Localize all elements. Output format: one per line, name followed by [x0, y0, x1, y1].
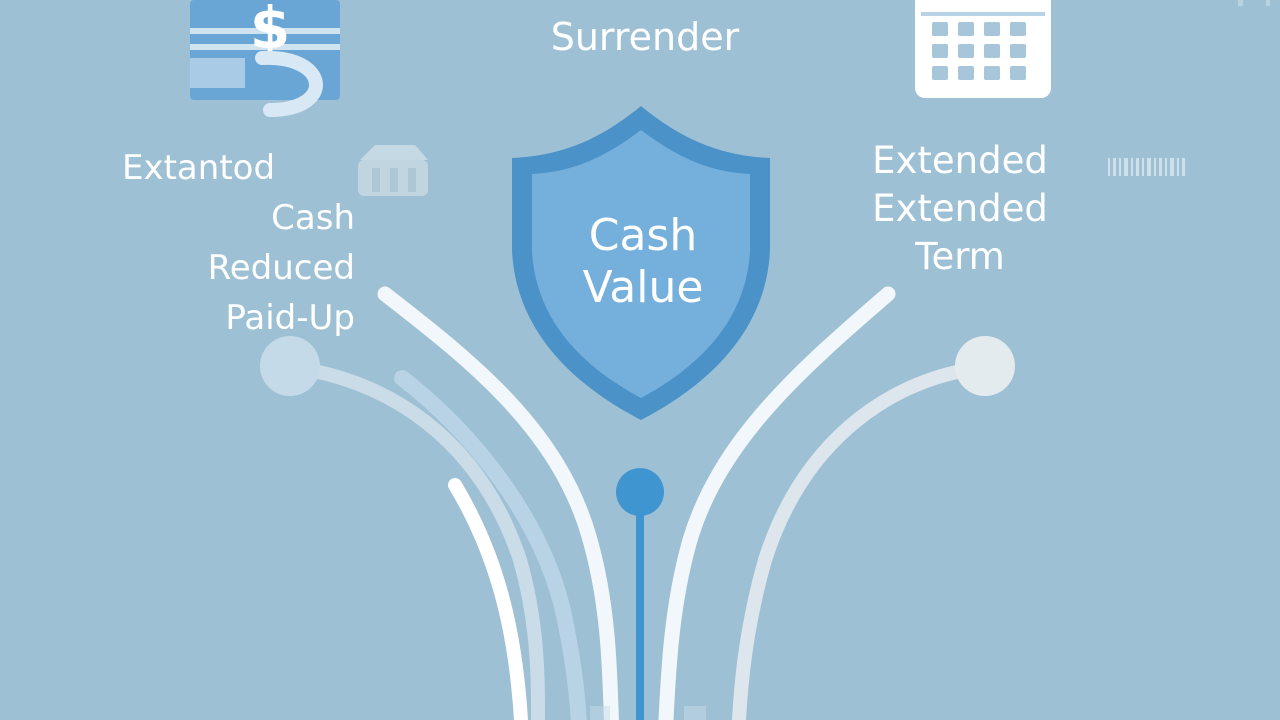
shield-icon	[512, 106, 770, 420]
bottom-marks	[590, 706, 706, 720]
corner-marks	[1238, 0, 1270, 6]
left-options-list: Extantod Cash Reduced Paid-Up	[110, 146, 355, 346]
left-node	[260, 336, 320, 396]
left-option-label: Paid-Up	[225, 298, 355, 338]
surrender-label: Surrender	[550, 15, 740, 59]
barcode-icon	[1108, 158, 1185, 176]
right-option-label: Extended	[872, 187, 1048, 230]
flow-lines	[283, 286, 992, 720]
bank-icon	[358, 145, 428, 196]
dollar-document-icon: $	[190, 0, 340, 117]
flow-line-left-outer	[377, 286, 619, 720]
right-option-label: Extended	[872, 139, 1048, 182]
cash-value-line: Cash	[588, 210, 698, 261]
shield-label: Cash Value	[530, 210, 756, 314]
left-option-label: Extantod	[122, 148, 276, 188]
center-node	[616, 468, 664, 516]
left-option-label: Cash	[271, 198, 355, 238]
cash-value-line: Value	[582, 262, 704, 313]
right-option-label: Term	[915, 235, 1005, 278]
flow-line-right-outer	[658, 286, 896, 720]
right-options-list: Extended Extended Term	[850, 139, 1070, 283]
flow-line-left-node	[283, 360, 546, 720]
left-option-label: Reduced	[207, 248, 355, 288]
right-node	[955, 336, 1015, 396]
calendar-icon	[915, 0, 1051, 98]
flow-line-left-inner	[394, 370, 587, 720]
flow-line-right-node	[731, 360, 992, 720]
